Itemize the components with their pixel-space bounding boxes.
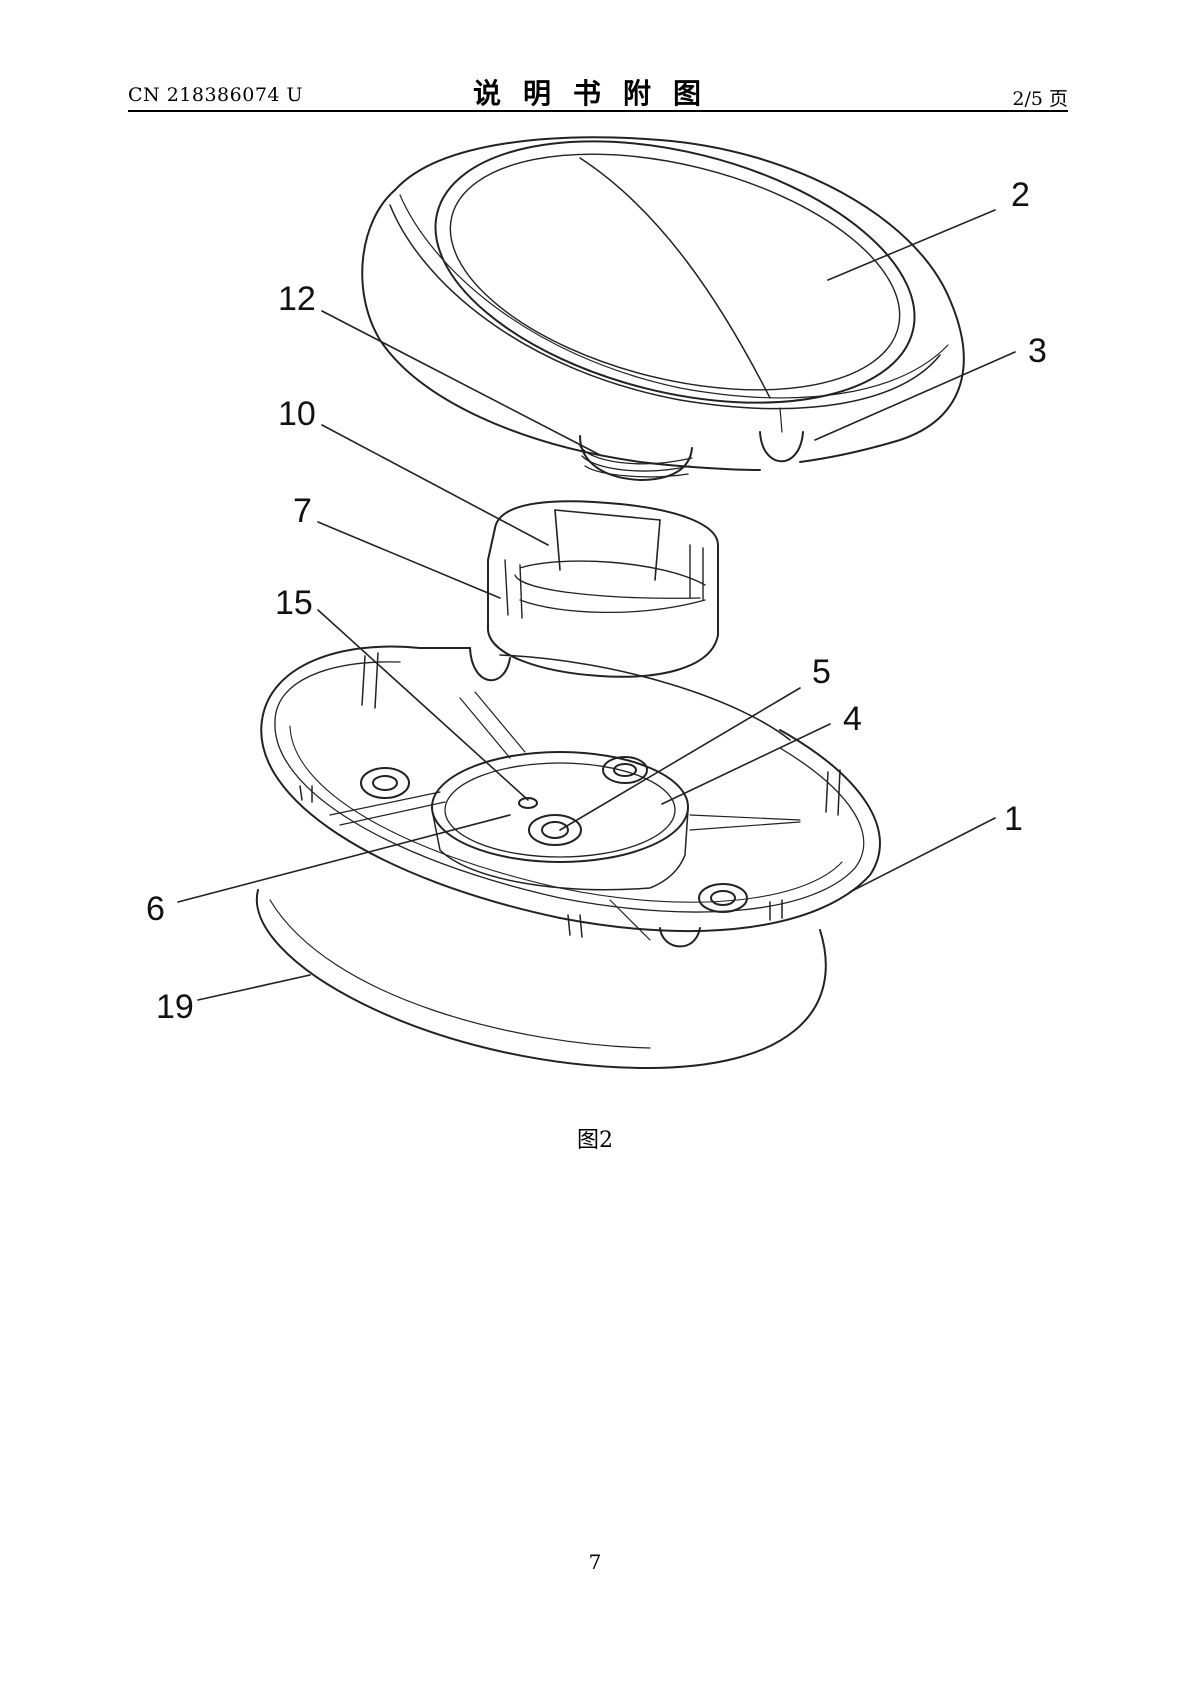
page-title: 说明书附图 <box>472 77 723 110</box>
leader-lines <box>177 209 1016 1001</box>
label-2: 2 <box>1011 176 1030 214</box>
middle-sleeve <box>487 500 719 678</box>
page-number: 7 <box>588 1550 602 1574</box>
page-ratio: 2/5 页 <box>1012 88 1068 110</box>
label-1: 1 <box>1004 800 1023 838</box>
label-6: 6 <box>146 890 165 928</box>
label-3: 3 <box>1028 332 1047 370</box>
threaded-boss <box>579 435 693 481</box>
base-housing <box>260 645 881 948</box>
label-15: 15 <box>275 584 313 622</box>
figure-caption: 图2 <box>577 1128 613 1153</box>
exploded-view-drawing: 2 3 12 10 7 15 5 4 1 6 19 <box>146 136 1047 1070</box>
central-ring <box>431 751 689 891</box>
header-rule <box>128 110 1068 112</box>
suction-cup-base <box>255 889 827 1070</box>
top-cap <box>361 136 965 471</box>
label-5: 5 <box>812 653 831 691</box>
label-10: 10 <box>278 395 316 433</box>
page-header: CN 218386074 U 说明书附图 2/5 页 <box>128 77 1068 110</box>
label-12: 12 <box>278 280 316 318</box>
label-19: 19 <box>156 988 194 1026</box>
label-7: 7 <box>293 492 312 530</box>
label-4: 4 <box>843 700 862 738</box>
patent-number: CN 218386074 U <box>128 84 304 106</box>
